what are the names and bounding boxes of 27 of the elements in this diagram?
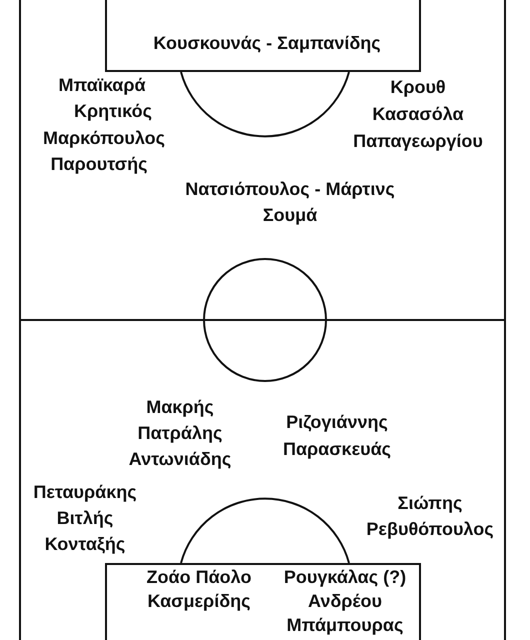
player-name: Κρουθ: [390, 78, 446, 98]
player-name: Ρουγκάλας (?): [284, 568, 406, 588]
player-name: Μπαϊκαρά: [58, 76, 146, 96]
player-name: Ρεβυθόπουλος: [366, 520, 494, 540]
player-name: Παρουτσής: [50, 155, 148, 175]
player-name: Μαρκόπουλος: [42, 129, 166, 149]
player-name: Πατράλης: [138, 424, 222, 444]
player-name: Κουσκουνάς - Σαμπανίδης: [153, 34, 381, 54]
player-name: Ριζογιάννης: [286, 413, 388, 433]
penalty-box: [105, 0, 421, 72]
player-name: Παπαγεωργίου: [353, 132, 483, 152]
player-name: Παρασκευάς: [282, 440, 392, 460]
player-name: Σουμά: [262, 206, 318, 226]
player-name: Πεταυράκης: [33, 483, 137, 503]
player-name: Νατσιόπουλος - Μάρτινς: [185, 180, 395, 200]
player-name: Σιώπης: [398, 494, 462, 514]
player-name: Μπάμπουρας: [286, 616, 404, 636]
player-name: Κρητικός: [74, 102, 152, 122]
player-name: Κονταξής: [44, 535, 126, 555]
player-name: Κασμερίδης: [148, 592, 250, 612]
player-name: Κασασόλα: [372, 105, 464, 125]
player-name: Ανδρέου: [308, 592, 382, 612]
player-name: Ζοάο Πάολο: [146, 568, 252, 588]
player-name: Βιτλής: [56, 509, 114, 529]
player-name: Μακρής: [146, 398, 214, 418]
penalty-box: [105, 563, 421, 640]
player-name: Αντωνιάδης: [128, 450, 232, 470]
